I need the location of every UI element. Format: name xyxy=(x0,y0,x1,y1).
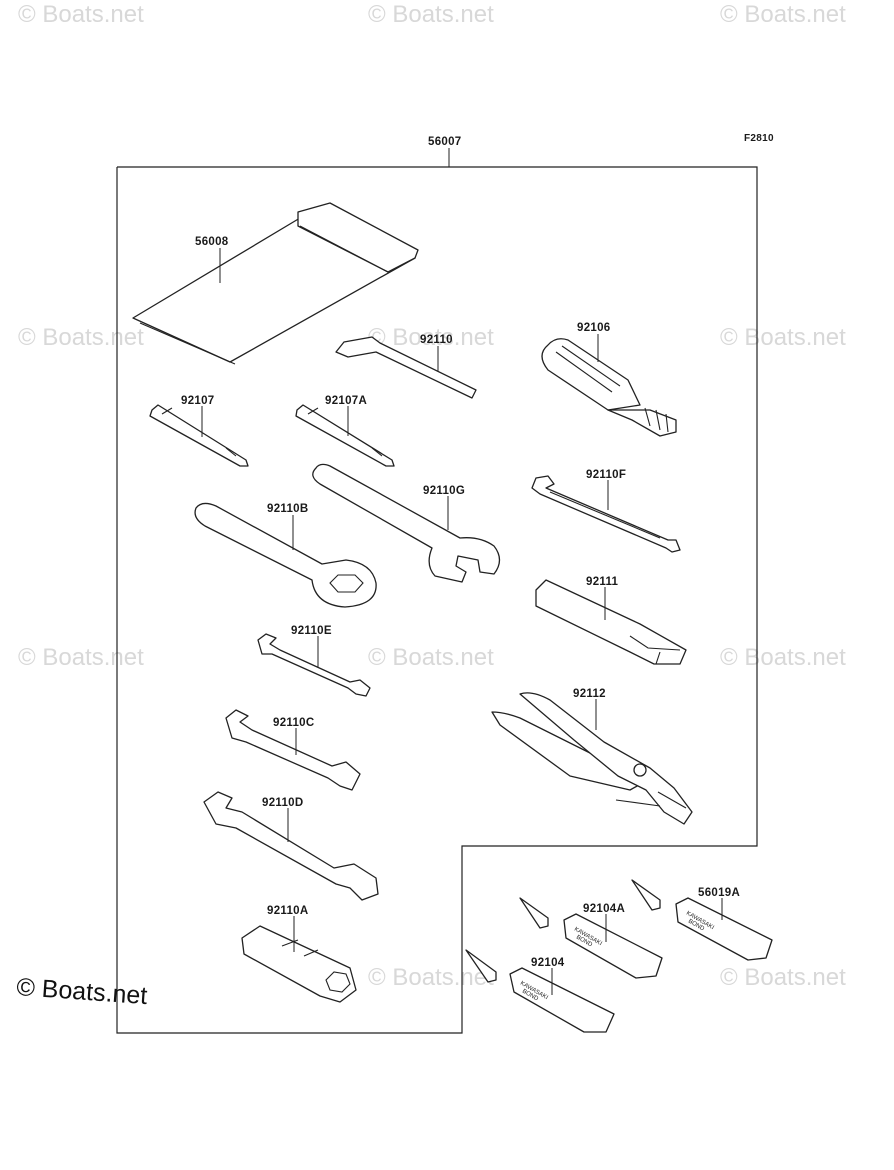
part-92104A-bond-tube[interactable]: KAWASAKI BOND 92104A xyxy=(519,897,663,979)
part-92112-pliers[interactable]: 92112 xyxy=(491,688,693,825)
part-56019A-bond-tube[interactable]: KAWASAKI BOND 56019A xyxy=(631,879,773,961)
part-56008-tool-bag[interactable]: 56008 xyxy=(132,202,419,365)
part-92110-hex-key[interactable]: 92110 xyxy=(335,334,477,399)
label-92107: 92107 xyxy=(181,395,214,407)
part-92110D-wrench[interactable]: 92110D xyxy=(203,791,379,901)
watermark: © Boats.net xyxy=(18,1,144,28)
part-92110C-wrench[interactable]: 92110C xyxy=(225,709,361,791)
watermark: © Boats.net xyxy=(368,324,494,351)
watermark: © Boats.net xyxy=(368,644,494,671)
label-92110D: 92110D xyxy=(262,797,303,809)
label-92110E: 92110E xyxy=(291,625,332,637)
figure-code: F2810 xyxy=(744,133,774,144)
label-92110F: 92110F xyxy=(586,469,626,481)
part-92111-handle[interactable]: 92111 xyxy=(535,576,687,665)
part-92107-screwdriver-bit[interactable]: 92107 xyxy=(149,395,249,467)
label-92110B: 92110B xyxy=(267,503,308,515)
part-92107A-screwdriver-bit[interactable]: 92107A xyxy=(295,395,395,467)
label-92106: 92106 xyxy=(577,322,610,334)
label-92110G: 92110G xyxy=(423,485,465,497)
label-92111: 92111 xyxy=(586,576,619,588)
part-92104-bond-tube[interactable]: KAWASAKI BOND 92104 xyxy=(465,949,615,1033)
label-92112: 92112 xyxy=(573,688,606,700)
label-92104A: 92104A xyxy=(583,903,625,915)
part-92106-screwdriver-handle[interactable]: 92106 xyxy=(541,322,677,437)
label-92110A: 92110A xyxy=(267,905,308,917)
label-56007[interactable]: 56007 xyxy=(428,136,461,148)
watermark: © Boats.net xyxy=(720,964,846,991)
label-92107A: 92107A xyxy=(325,395,367,407)
watermark: © Boats.net xyxy=(18,324,144,351)
watermark-layer: © Boats.net © Boats.net © Boats.net © Bo… xyxy=(18,1,846,991)
label-56008: 56008 xyxy=(195,236,229,248)
part-92110F-flat-wrench[interactable]: 92110F xyxy=(531,469,681,553)
part-92110E-wrench[interactable]: 92110E xyxy=(257,625,371,697)
label-92110C: 92110C xyxy=(273,717,314,729)
watermark: © Boats.net xyxy=(720,324,846,351)
label-92110: 92110 xyxy=(420,334,453,346)
watermark: © Boats.net xyxy=(368,1,494,28)
watermark: © Boats.net xyxy=(720,644,846,671)
part-92110B-box-wrench[interactable]: 92110B xyxy=(194,502,377,608)
label-92104: 92104 xyxy=(531,957,565,969)
watermark-foreground: © Boats.net xyxy=(16,973,149,1010)
label-56019A: 56019A xyxy=(698,887,740,899)
watermark: © Boats.net xyxy=(720,1,846,28)
watermark: © Boats.net xyxy=(368,964,494,991)
assembly-frame xyxy=(116,166,758,1034)
watermark: © Boats.net xyxy=(18,644,144,671)
part-92110G-wrench[interactable]: 92110G xyxy=(312,463,501,583)
part-92110A-plug-wrench[interactable]: 92110A xyxy=(241,905,357,1003)
